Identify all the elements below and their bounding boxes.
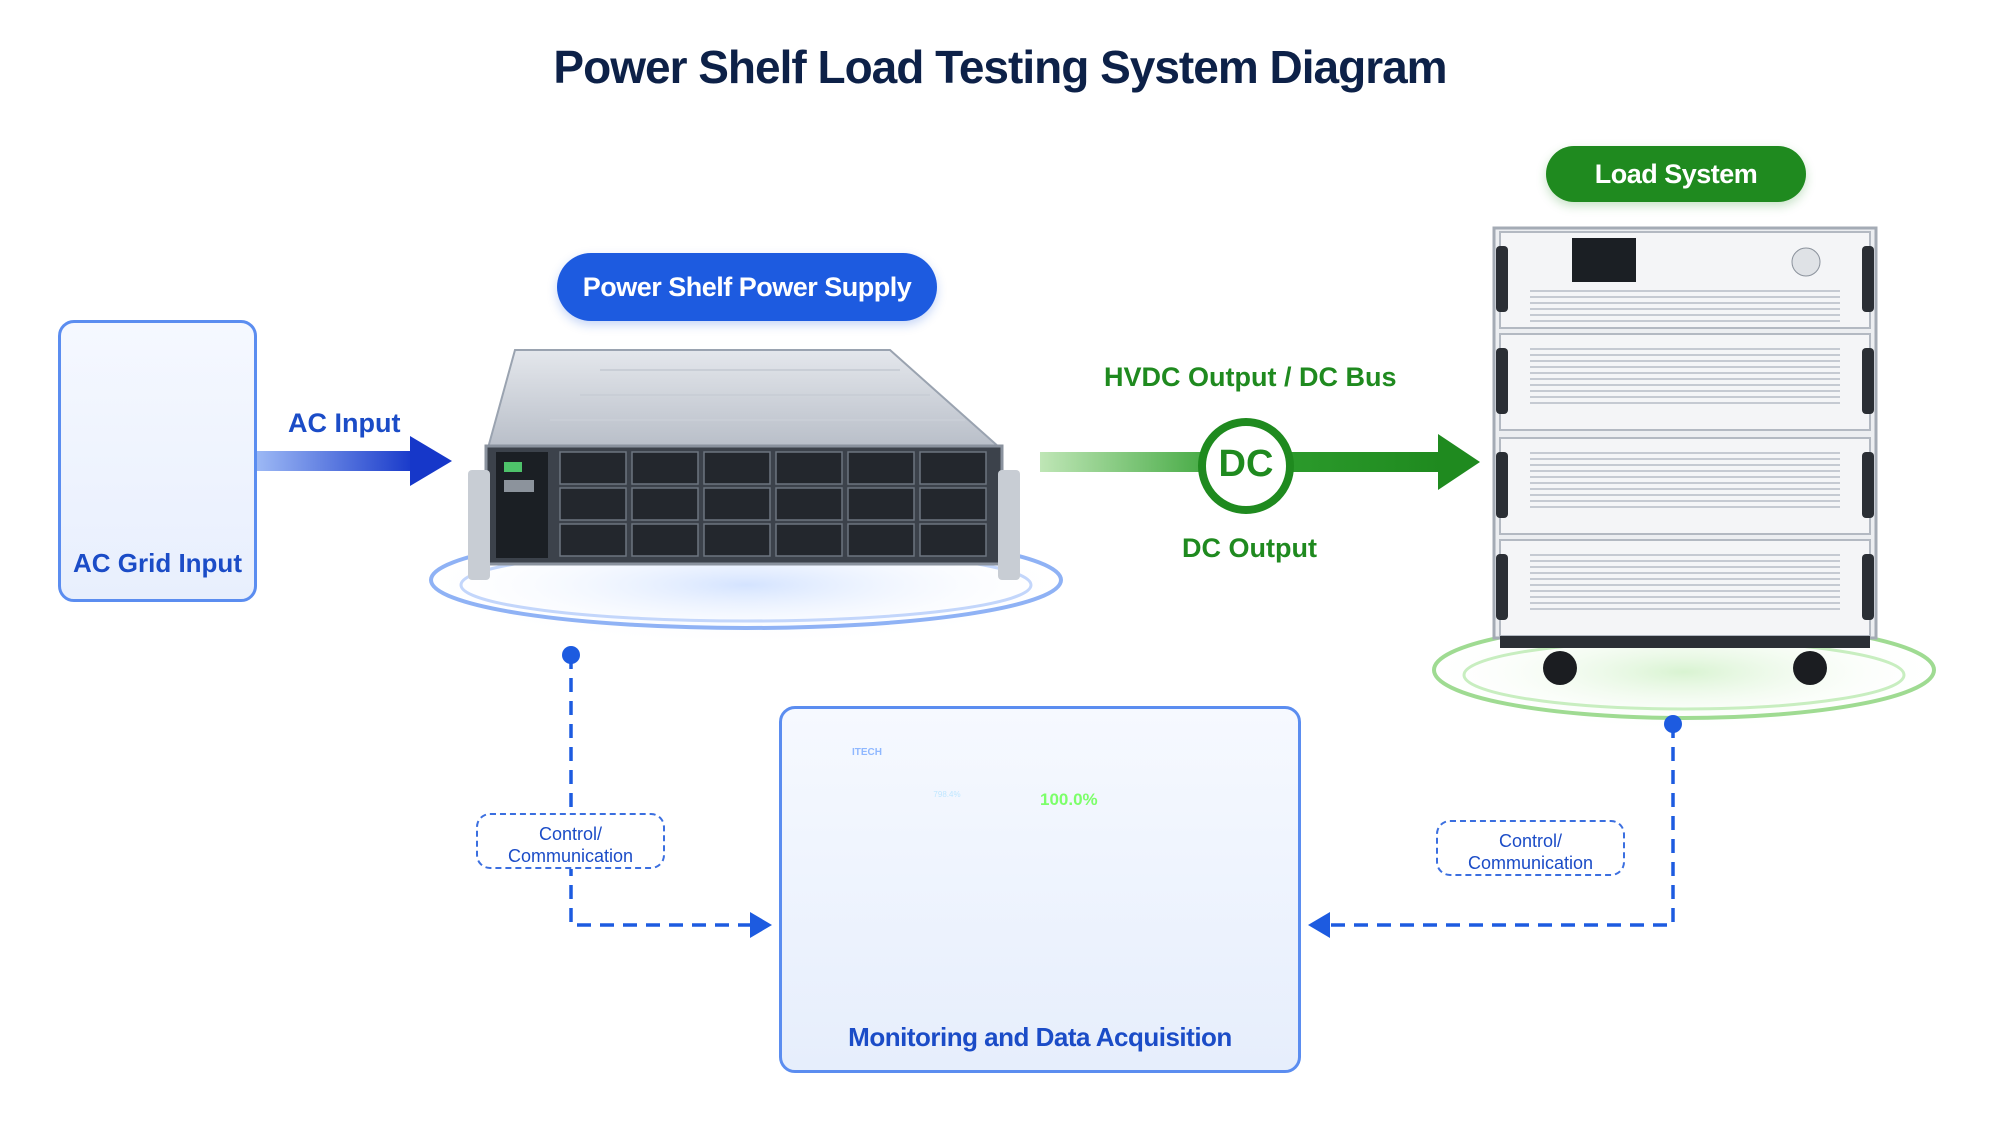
shelf-connection-dot xyxy=(562,646,580,664)
drive-bay xyxy=(703,487,771,521)
dc-output-arrow xyxy=(1040,418,1480,514)
ac-grid-node xyxy=(58,320,257,602)
vent-line xyxy=(1530,470,1840,472)
monitoring-node xyxy=(779,706,1301,1073)
vent-line xyxy=(1530,372,1840,374)
screen-brand: ITECH xyxy=(852,747,882,758)
vent-line xyxy=(1530,494,1840,496)
vent-line xyxy=(1530,378,1840,380)
drive-bay xyxy=(559,451,627,485)
dc-output-label: DC Output xyxy=(1182,533,1317,563)
vent-line xyxy=(1530,390,1840,392)
load-system-label: Load System xyxy=(1546,146,1806,202)
vent-line xyxy=(1530,396,1840,398)
page-title: Power Shelf Load Testing System Diagram xyxy=(553,41,1447,93)
drive-bay xyxy=(559,487,627,521)
vent-line xyxy=(1530,572,1840,574)
vent-line xyxy=(1530,608,1840,610)
screen-big-value: 100.0% xyxy=(1040,790,1098,809)
drive-bay xyxy=(919,523,987,557)
vent-line xyxy=(1530,482,1840,484)
vent-line xyxy=(1530,590,1840,592)
rack-handle xyxy=(1496,348,1508,414)
load-knob xyxy=(1791,247,1821,277)
vent-line xyxy=(1530,360,1840,362)
vent-line xyxy=(1530,602,1840,604)
rack-handle xyxy=(1862,246,1874,312)
drive-bay xyxy=(631,523,699,557)
drive-bay xyxy=(775,523,843,557)
control-line-left xyxy=(569,655,752,927)
load-system-rack xyxy=(1492,226,1878,685)
drive-bay xyxy=(775,451,843,485)
rack-handle xyxy=(1862,554,1874,620)
vent-line xyxy=(1530,464,1840,466)
left-control-arrowhead xyxy=(750,912,772,938)
vent-line xyxy=(1530,354,1840,356)
vent-line xyxy=(1530,554,1840,556)
monitoring-label: Monitoring and Data Acquisition xyxy=(848,1022,1232,1052)
power-shelf-device xyxy=(468,349,1020,580)
load-connection-dot xyxy=(1664,715,1682,733)
vent-line xyxy=(1530,560,1840,562)
rack-handle xyxy=(1496,452,1508,518)
vent-line xyxy=(1530,566,1840,568)
vent-line xyxy=(1530,302,1840,304)
vent-line xyxy=(1530,320,1840,322)
control-comm-left-line2: Communication xyxy=(507,846,634,866)
drive-bay xyxy=(847,523,915,557)
power-shelf-label: Power Shelf Power Supply xyxy=(557,253,937,321)
control-comm-right-line1: Control/ xyxy=(1498,831,1563,851)
load-unit xyxy=(1499,231,1871,329)
vent-line xyxy=(1530,452,1840,454)
control-comm-left-line1: Control/ xyxy=(538,824,603,844)
drive-bay xyxy=(775,487,843,521)
vent-line xyxy=(1530,506,1840,508)
control-comm-right-line2: Communication xyxy=(1467,853,1594,873)
vent-line xyxy=(1530,476,1840,478)
vent-line xyxy=(1530,500,1840,502)
vent-line xyxy=(1530,348,1840,350)
control-comm-left: Control/ Communication xyxy=(476,813,665,869)
vent-line xyxy=(1530,308,1840,310)
rack-handle xyxy=(1496,554,1508,620)
vent-line xyxy=(1530,402,1840,404)
ac-input-label: AC Input xyxy=(288,408,401,438)
drive-bay xyxy=(847,487,915,521)
vent-line xyxy=(1530,290,1840,292)
drive-bay xyxy=(919,451,987,485)
vent-line xyxy=(1530,584,1840,586)
right-control-arrowhead xyxy=(1308,912,1330,938)
screen-gauge-value: 798.4% xyxy=(933,790,961,799)
vent-line xyxy=(1530,384,1840,386)
vent-line xyxy=(1530,578,1840,580)
load-display xyxy=(1572,238,1636,282)
rack-handle xyxy=(1862,452,1874,518)
vent-line xyxy=(1530,458,1840,460)
vent-line xyxy=(1530,366,1840,368)
drive-bay xyxy=(703,523,771,557)
drive-bay xyxy=(631,451,699,485)
dc-badge: DC xyxy=(1218,443,1274,485)
ac-grid-label: AC Grid Input xyxy=(73,548,242,578)
ac-input-arrow xyxy=(256,436,452,486)
drive-bay xyxy=(703,451,771,485)
rack-handle xyxy=(1496,246,1508,312)
rack-handle xyxy=(1862,348,1874,414)
vent-line xyxy=(1530,488,1840,490)
vent-line xyxy=(1530,596,1840,598)
vent-line xyxy=(1530,296,1840,298)
dc-bus-label: HVDC Output / DC Bus xyxy=(1104,362,1397,392)
drive-bay xyxy=(847,451,915,485)
drive-bay xyxy=(919,487,987,521)
drive-bay xyxy=(631,487,699,521)
control-comm-right: Control/ Communication xyxy=(1436,820,1625,876)
vent-line xyxy=(1530,314,1840,316)
drive-bay xyxy=(559,523,627,557)
